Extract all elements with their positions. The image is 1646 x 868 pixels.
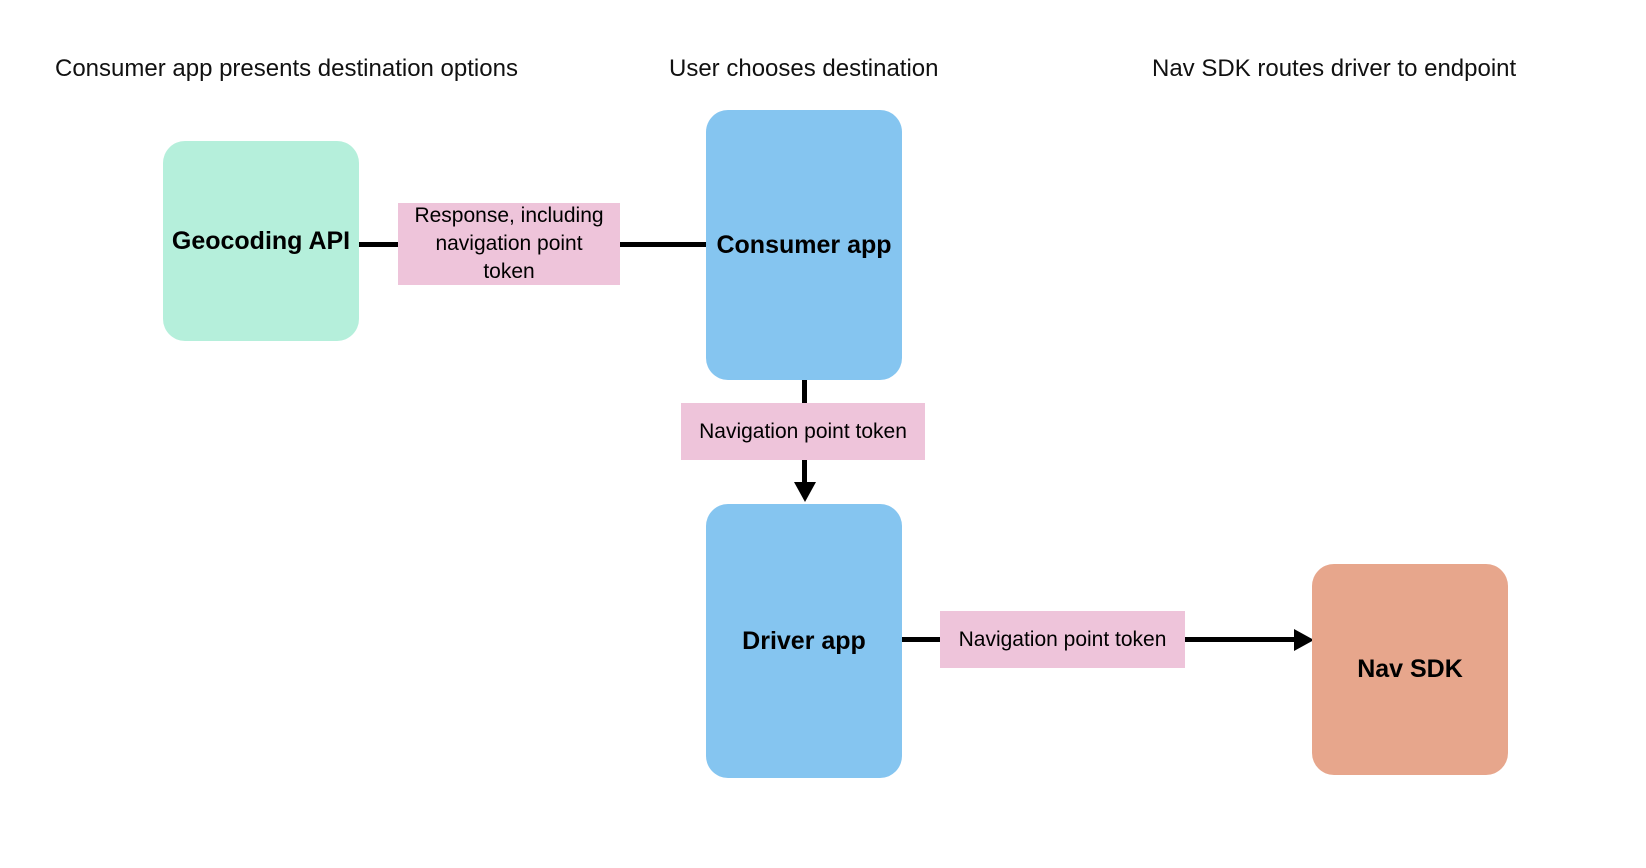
edge-label-navigation-point-token-driver-to-navsdk: Navigation point token xyxy=(940,611,1185,668)
column-header-consumer-options: Consumer app presents destination option… xyxy=(55,55,518,82)
edge-label-navigation-point-token-consumer-to-driver: Navigation point token xyxy=(681,403,925,460)
arrow-down-icon-consumer-to-driver xyxy=(794,482,816,502)
arrow-right-icon-driver-to-navsdk xyxy=(1294,629,1314,651)
node-driver-app[interactable]: Driver app xyxy=(706,504,902,778)
node-nav-sdk[interactable]: Nav SDK xyxy=(1312,564,1508,775)
node-geocoding-api[interactable]: Geocoding API xyxy=(163,141,359,341)
node-consumer-app[interactable]: Consumer app xyxy=(706,110,902,380)
column-header-nav-routes: Nav SDK routes driver to endpoint xyxy=(1152,55,1517,82)
edge-label-response-including-navigation-point-token: Response, including navigation point tok… xyxy=(398,203,620,285)
column-header-user-chooses: User chooses destination xyxy=(669,55,939,82)
